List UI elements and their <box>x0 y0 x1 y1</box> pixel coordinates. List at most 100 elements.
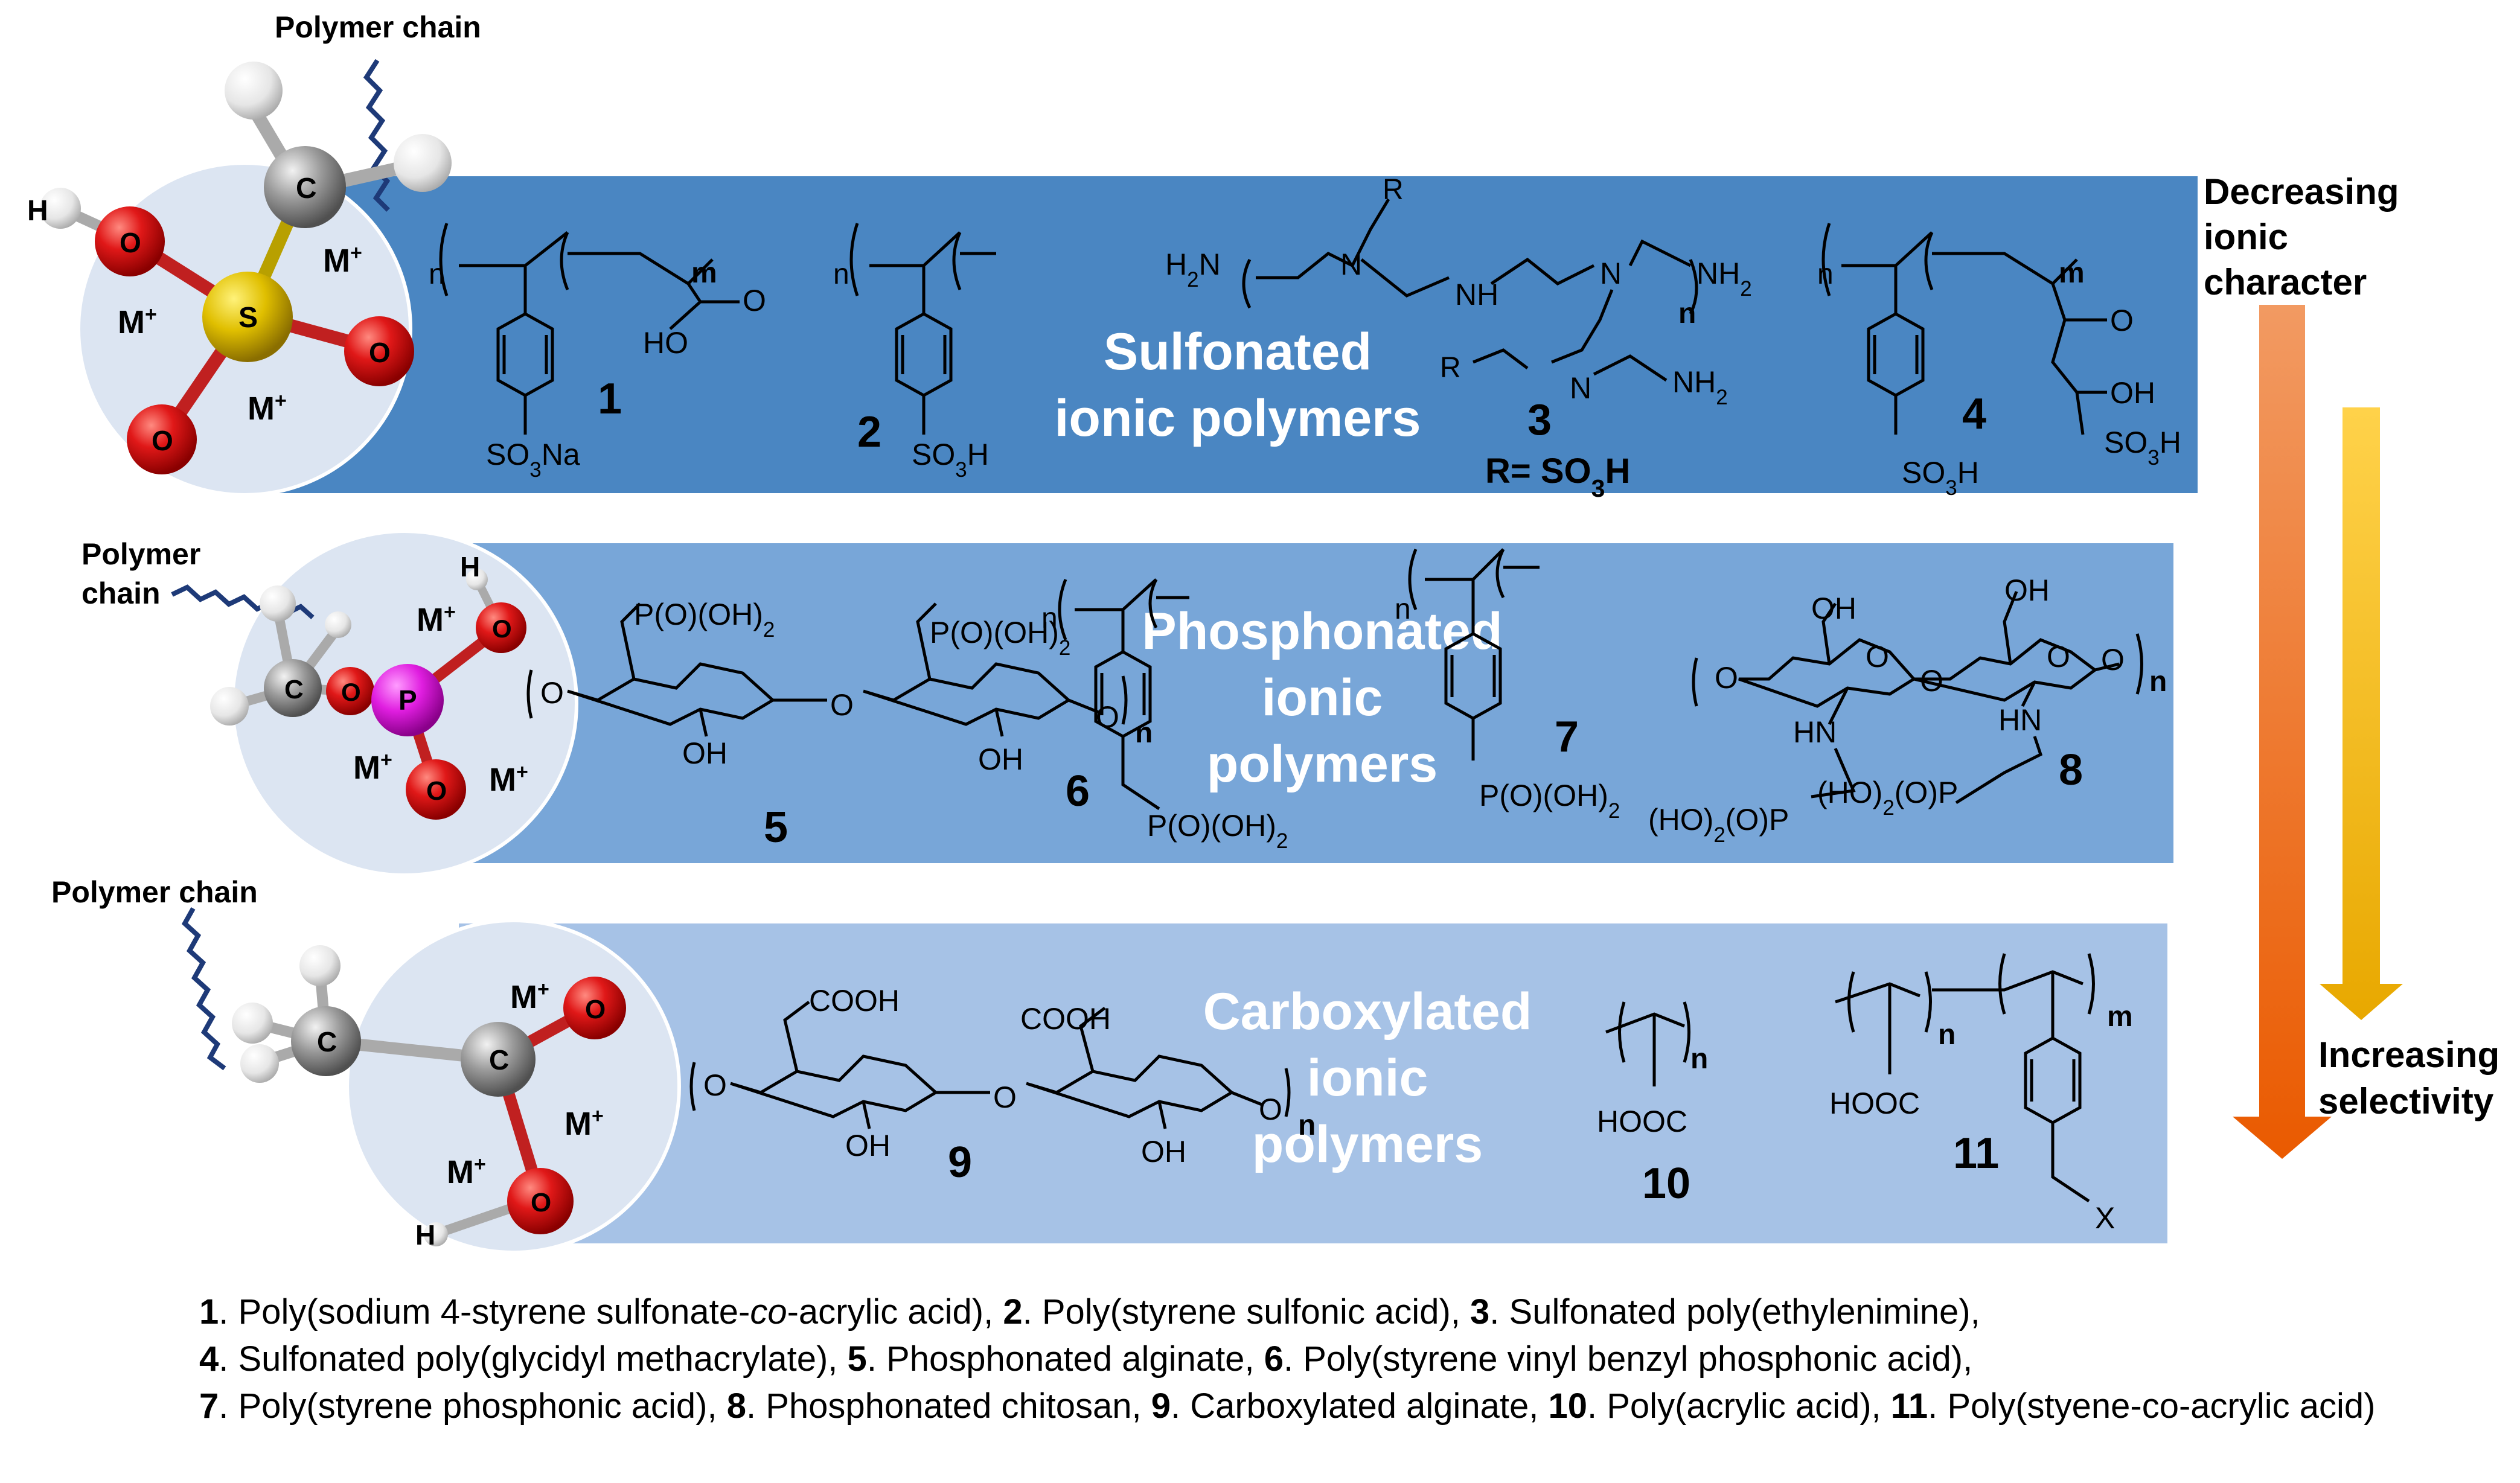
carboxylate-molecule: Polymer chain C C O O H M+ M+ M+ <box>51 875 681 1254</box>
carbon-atom <box>264 146 346 228</box>
structure-1-label-n: n <box>429 258 445 290</box>
hydrogen-atom <box>394 134 452 192</box>
structure-10-number: 10 <box>1642 1159 1690 1208</box>
structure-8-label-hn-left: HN <box>1793 715 1837 749</box>
structure-8 <box>1692 591 2143 805</box>
structure-8-label-oh-left: OH <box>1811 592 1856 625</box>
structure-3-label-n2: N <box>1600 257 1622 290</box>
hydrogen-atom <box>240 1044 279 1083</box>
structure-9-label-oh-right: OH <box>1141 1135 1186 1169</box>
structure-8-label-hn-right: HN <box>1998 703 2042 737</box>
structure-5-label-o-left: O <box>540 676 564 710</box>
caption-text: Poly(styrene vinyl benzyl phosphonic aci… <box>1303 1339 1973 1379</box>
structure-5 <box>526 602 1128 737</box>
hydrogen-atom <box>210 687 249 726</box>
structure-8-label-o-ring2: O <box>2047 640 2070 674</box>
caption-number: 10 <box>1548 1386 1587 1426</box>
structure-9-number: 9 <box>948 1138 972 1187</box>
hydrogen-atom <box>299 945 341 986</box>
hydrogen-atom <box>466 569 488 590</box>
carboxylated-title-line2: ionic <box>1307 1049 1428 1107</box>
decreasing-ionic-character-arrow <box>2233 305 2332 1159</box>
structure-3-note: R= SO3H <box>1485 451 1630 502</box>
hydrogen-atom <box>260 585 296 622</box>
structure-3-label-n3: N <box>1570 371 1591 405</box>
structure-4 <box>1821 223 2107 435</box>
structure-11-label-n: n <box>1938 1019 1956 1051</box>
polymer-chain-label-line2: chain <box>82 576 161 610</box>
structure-4-label-oh: OH <box>2110 376 2155 410</box>
oxygen-atom <box>476 602 526 653</box>
carbon-label: C <box>284 675 304 704</box>
cation-label: M+ <box>118 303 157 340</box>
structure-1-label-so3na: SO3Na <box>486 438 580 482</box>
structure-3 <box>1242 198 1698 382</box>
caption-text: Poly(sodium 4-styrene sulfonate- <box>238 1292 750 1332</box>
increasing-selectivity-arrow <box>2320 407 2403 1020</box>
structure-8-label-oh-right: OH <box>2004 573 2050 607</box>
structure-5-label-po3h2-right: P(O)(OH)2 <box>930 616 1070 660</box>
sulfonated-title-line2: ionic polymers <box>1055 389 1421 447</box>
carbon-atom <box>461 1022 536 1097</box>
caption-text: Poly(styene-co-acrylic acid) <box>1947 1386 2376 1426</box>
structure-8-label-o-end: O <box>1715 661 1738 695</box>
structure-5-label-oh-left: OH <box>682 736 728 770</box>
caption-italic: co <box>750 1292 787 1332</box>
hydrogen-atom <box>40 188 81 229</box>
structure-2-label-n: n <box>833 258 849 290</box>
phosphorus-atom <box>371 664 444 736</box>
sulfonate-molecule: Polymer chain C O H S O O M+ M+ M+ <box>27 10 481 497</box>
polymer-chain-label: Polymer chain <box>275 10 481 44</box>
structure-9-label-o-mid: O <box>993 1080 1017 1114</box>
phosphonate-molecule: Polymer chain C O P O H O M+ M+ M+ <box>82 529 578 877</box>
caption-text: Carboxylated alginate, <box>1190 1386 1539 1426</box>
structure-8-label-p-left: (HO)2(O)P <box>1648 803 1789 847</box>
caption-number: 8 <box>726 1386 746 1426</box>
structure-9-label-o-left: O <box>703 1068 727 1102</box>
cation-label: M+ <box>323 241 362 279</box>
sulfonated-band <box>241 176 2198 493</box>
structure-1-label-m: m <box>691 257 717 289</box>
polymer-chain-label-line1: Polymer <box>82 537 200 571</box>
structure-8-number: 8 <box>2059 746 2083 794</box>
structure-5-number: 5 <box>764 803 788 852</box>
cation-label: M+ <box>417 601 456 638</box>
increasing-label-line2: selectivity <box>2318 1081 2494 1121</box>
polymer-chain-label: Polymer chain <box>51 875 258 909</box>
increasing-label-line1: Increasing <box>2318 1035 2499 1075</box>
carboxylated-title-line1: Carboxylated <box>1203 983 1532 1041</box>
structure-5-label-oh-right: OH <box>978 742 1023 776</box>
caption-text: Sulfonated poly(ethylenimine), <box>1509 1292 1980 1332</box>
cation-label: M+ <box>510 978 549 1015</box>
structure-8-label-o-ring1: O <box>1866 640 1889 674</box>
polymer-chain-squiggle <box>181 907 226 1071</box>
caption-text: Phosphonated alginate, <box>886 1339 1255 1379</box>
structure-3-label-r-bottom: R <box>1440 352 1461 384</box>
oxygen-label: O <box>152 425 173 456</box>
structure-6-label-po3h2: P(O)(OH)2 <box>1147 809 1288 853</box>
structure-10 <box>1605 1001 1690 1086</box>
figure-caption: 1. Poly(sodium 4-styrene sulfonate-co-ac… <box>199 1292 2376 1426</box>
structure-7-number: 7 <box>1555 713 1579 761</box>
decreasing-label-line3: character <box>2204 262 2367 302</box>
oxygen-label: O <box>369 337 391 368</box>
structure-3-label-h2n: H2N <box>1165 247 1221 292</box>
hydrogen-label: H <box>460 551 480 582</box>
oxygen-atom <box>95 206 165 276</box>
structure-7-label-n: n <box>1395 593 1411 625</box>
caption-number: 1 <box>199 1292 219 1332</box>
structure-3-label-r-top: R <box>1383 174 1404 206</box>
decreasing-label-line1: Decreasing <box>2204 171 2399 212</box>
structure-2-label-so3h: SO3H <box>912 438 989 482</box>
structure-4-label-so3h-left: SO3H <box>1902 456 1979 500</box>
caption-number: 7 <box>199 1386 219 1426</box>
structure-3-label-nh2-bottom: NH2 <box>1672 365 1728 409</box>
structure-5-label-o-mid: O <box>830 688 854 722</box>
structure-11-label-x: X <box>2095 1201 2115 1235</box>
structure-4-number: 4 <box>1962 390 1986 438</box>
sulfur-atom <box>202 272 293 362</box>
hydrogen-atom <box>225 62 283 120</box>
structure-5-label-po3h2-left: P(O)(OH)2 <box>634 598 775 642</box>
structure-6 <box>1058 578 1189 811</box>
